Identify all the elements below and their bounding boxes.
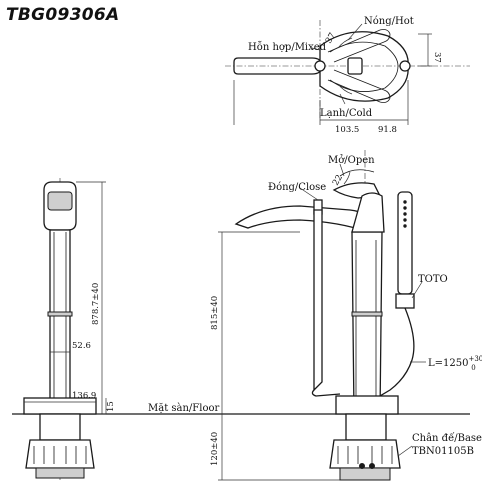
hot-leader [347, 23, 363, 41]
mixed-leader [311, 47, 321, 51]
handle-open-ghost [339, 169, 375, 177]
label-close: Đóng/Close [268, 182, 326, 193]
valve-body-inner [329, 41, 399, 92]
dim-left-width: 103.5 [335, 125, 359, 135]
dim-total-height: 878.7±40 [91, 283, 101, 325]
dim-hot-angle: 37 [324, 31, 338, 45]
label-base-line1: Chân đế/Base [412, 433, 482, 444]
front-arm-pipe [313, 209, 323, 392]
hand-shower-holder [395, 293, 415, 309]
cold-leader [339, 93, 346, 105]
label-base-line2: TBN01105B [412, 446, 474, 457]
front-view: 815±40 120±40 22 Mở/Open Đóng/Close [210, 150, 482, 481]
model-title: TBG09306A [6, 5, 120, 25]
dim-base-diameter: 136.9 [72, 391, 96, 401]
dim-cold-angle: 37 [432, 52, 442, 63]
dim-spout-height: 815±40 [210, 296, 220, 330]
hose-tol-lower: 0 [471, 364, 475, 372]
label-floor: Mặt sàn/Floor [148, 403, 219, 414]
front-base-teeth [337, 446, 393, 464]
label-toto: TOTO [418, 274, 448, 285]
top-view: Nóng/Hot Hỗn hợp/Mixed Lạnh/Cold 37 37 1… [225, 16, 470, 135]
open-leader [339, 163, 345, 177]
handle-cold-ghost [327, 69, 391, 103]
hot-angle-arc [337, 37, 353, 49]
hand-shower-nozzles [403, 200, 407, 228]
base-bolt-left [359, 463, 365, 469]
cold-angle-arc [337, 83, 353, 95]
front-arm-curve [311, 389, 341, 397]
side-handle [47, 191, 73, 211]
front-base-body [329, 439, 401, 469]
dim-below-floor: 120±40 [210, 432, 220, 466]
side-base-body [25, 439, 95, 469]
hose-length-text: L=1250 [428, 358, 468, 369]
side-joint [47, 311, 73, 317]
toto-leader [411, 281, 423, 299]
label-mixed: Hỗn hợp/Mixed [248, 41, 327, 53]
base-bolt-right [369, 463, 375, 469]
side-base-collar [39, 413, 81, 441]
label-open: Mở/Open [328, 155, 375, 166]
dim-pipe-diameter: 52.6 [72, 341, 91, 351]
side-view: 878.7±40 52.6 136.9 15 [23, 178, 116, 480]
front-base-foot [339, 467, 391, 481]
dim-open-angle: 22 [331, 173, 345, 187]
dim-base-thickness: 15 [106, 401, 116, 412]
handle-hot-ghost [327, 29, 391, 63]
open-angle-arc [343, 171, 351, 185]
pivot-right [399, 60, 411, 72]
handle-cap [347, 57, 363, 75]
dim-right-width: 91.8 [378, 125, 397, 135]
hose [379, 307, 415, 397]
spout [234, 205, 371, 233]
front-column-joint [351, 311, 383, 317]
front-base-collar [345, 413, 387, 441]
side-base-foot [35, 467, 85, 479]
label-cold: Lạnh/Cold [320, 108, 373, 119]
hose-tol-upper: +30 [468, 355, 482, 363]
base-leader [397, 445, 413, 457]
front-body-column [351, 231, 383, 415]
label-hot: Nóng/Hot [364, 16, 414, 27]
pivot-left [314, 60, 326, 72]
front-base-flange [335, 395, 399, 415]
front-head [351, 192, 385, 233]
close-leader [299, 187, 319, 201]
side-base-teeth [33, 446, 87, 464]
